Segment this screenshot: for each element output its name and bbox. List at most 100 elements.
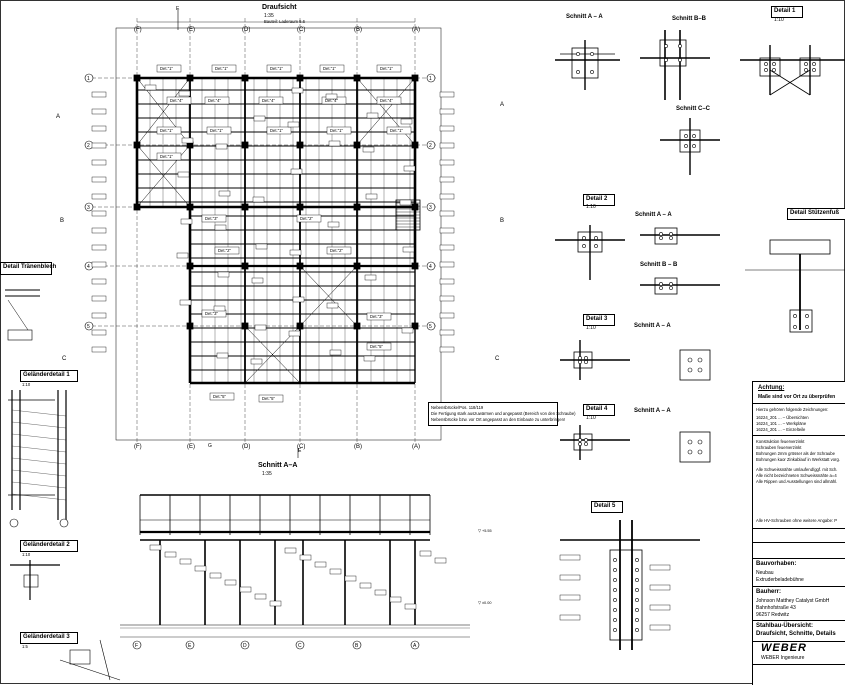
bolt [613, 628, 617, 632]
grid-axis-label: (F) [134, 444, 142, 450]
bolt [805, 325, 809, 329]
position-tag [250, 358, 263, 365]
bolt [613, 558, 617, 562]
grid-axis-label: (D) [242, 27, 250, 33]
section-aa-scale: 1:35 [262, 471, 272, 477]
grid-axis-bubble [84, 202, 94, 212]
detail-callout: Det."2" [330, 248, 343, 253]
section-cut-label: E [176, 6, 180, 12]
detail-callout-box [366, 312, 392, 321]
bolt [697, 367, 703, 373]
position-tag [251, 277, 264, 284]
position-tag [649, 584, 671, 591]
grid-axis-label: D [243, 643, 247, 649]
company-logo: WEBER [761, 642, 807, 654]
column-marker [133, 74, 141, 82]
grid-axis-label: 4 [87, 264, 90, 270]
bolt [687, 439, 693, 445]
position-tag [404, 603, 417, 610]
column-marker [186, 74, 194, 82]
position-tag [214, 224, 227, 231]
zeichnung-item: 16224_101 ... – Werkpläne [756, 421, 807, 426]
detail4-title: Detail 4 [586, 406, 608, 412]
beam-label-tag [91, 176, 107, 183]
detail5-title: Detail 5 [594, 503, 616, 509]
detail-leader [11, 433, 67, 441]
detail-leader [11, 457, 67, 465]
grid-axis-label: (A) [412, 27, 420, 33]
position-tag [176, 252, 189, 259]
detail-line [59, 659, 121, 681]
detail2-titlebox: Detail 2 [583, 194, 615, 206]
bolt [664, 58, 668, 62]
beam-label-tag [439, 261, 455, 268]
bolt [678, 44, 682, 48]
detail3-aa-title: Schnitt A – A [634, 323, 671, 329]
detail-callout: Det."1" [330, 128, 343, 133]
grid-axis-label: 1 [87, 76, 90, 82]
position-tag [649, 564, 671, 571]
grid-axis-bubble [426, 140, 436, 150]
detail-callout: Det."1" [160, 128, 173, 133]
detail2-scale: 1:10 [586, 204, 596, 210]
column-marker [296, 203, 304, 211]
gel2-scale: 1:10 [22, 552, 31, 557]
grid-axis-label: E [188, 643, 192, 649]
beam-label-tag [439, 142, 455, 149]
position-tag [180, 218, 193, 225]
detail-callout-box [201, 214, 227, 223]
position-tag [365, 193, 378, 200]
section-aa-title: Schnitt A–A [258, 462, 298, 469]
detail-callout-box [266, 64, 292, 73]
detail-callout-box [258, 96, 284, 105]
column-marker [296, 322, 304, 330]
detail-callout: Det."1" [380, 66, 393, 71]
position-tag [559, 614, 581, 621]
position-tag [253, 115, 266, 122]
plan-note-line: Die Fertigung stark auszuwärmen und ange… [431, 411, 576, 416]
detail-callout: Det."5" [370, 344, 383, 349]
bolt [793, 314, 797, 318]
bolt [635, 568, 639, 572]
detail-callout: Det."3" [205, 311, 218, 316]
beam-label-tag [91, 329, 107, 336]
detail-callout-box [366, 342, 392, 351]
plan-note-line: Nebensbrücke/Pos. 118/119 [431, 405, 484, 410]
position-tag [215, 143, 228, 150]
grid-axis-bubble [426, 321, 436, 331]
gel1-title: Geländerdetail 1 [23, 372, 70, 378]
detail3-titlebox: Detail 3 [583, 314, 615, 326]
beam-label-tag [439, 329, 455, 336]
position-tag [402, 246, 415, 253]
position-tag [559, 574, 581, 581]
plan-title: Draufsicht [262, 4, 297, 11]
position-tag [218, 190, 231, 197]
position-tag [299, 554, 312, 561]
detail-leader [11, 445, 67, 453]
bracing-line [136, 77, 191, 146]
bolt [764, 68, 768, 72]
grid-axis-label: 2 [87, 143, 90, 149]
column-marker [296, 262, 304, 270]
bolt [635, 608, 639, 612]
beam-label-tag [439, 193, 455, 200]
bolt [772, 68, 776, 72]
detail-plate [679, 129, 701, 153]
column-marker [353, 141, 361, 149]
beam-label-tag [439, 278, 455, 285]
beam-label-tag [439, 91, 455, 98]
detail1-title: Detail 1 [774, 8, 796, 14]
bolt [772, 62, 776, 66]
bolt [697, 357, 703, 363]
company-sub: WEBER Ingenieure [761, 655, 805, 661]
grid-axis-label: (C) [297, 27, 305, 33]
bolt [576, 52, 580, 56]
position-tag [327, 221, 340, 228]
bauherr-label: Bauherr: [756, 589, 782, 595]
bolt [812, 62, 816, 66]
grid-axis-label: 4 [429, 264, 432, 270]
position-tag [419, 550, 432, 557]
position-tag [287, 121, 300, 128]
bolt [613, 598, 617, 602]
